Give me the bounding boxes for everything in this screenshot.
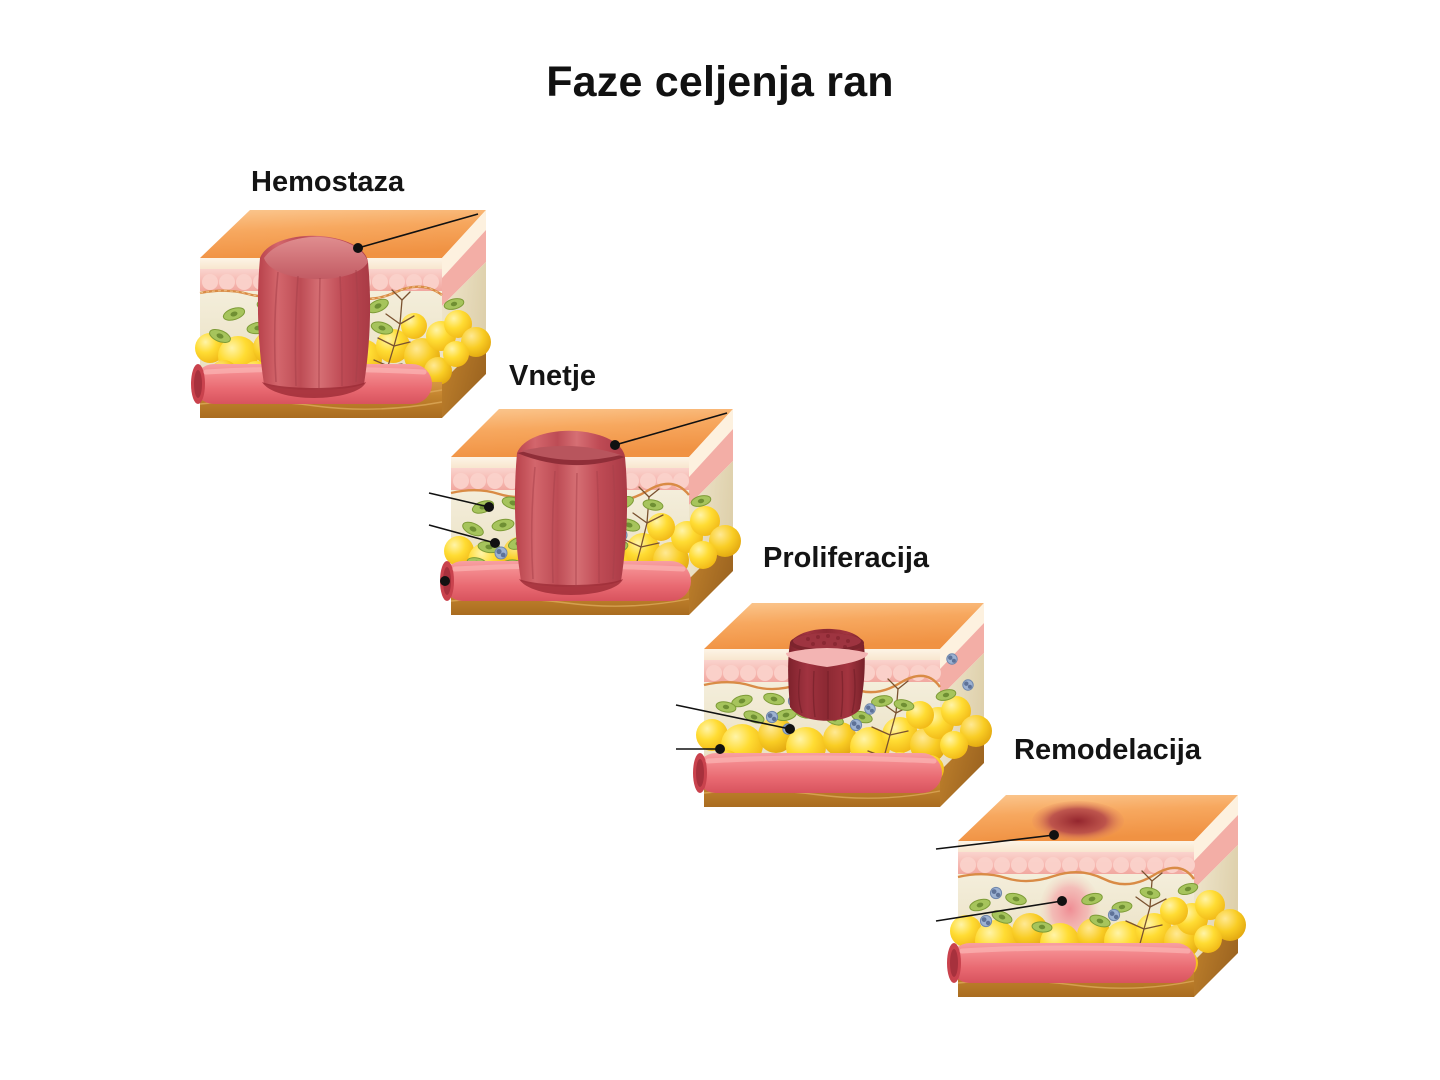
capillary-tree-icon (618, 486, 664, 570)
capillary-tree-icon (373, 289, 415, 367)
skin-block-vnetje (428, 409, 741, 615)
epidermis-top-surface (704, 603, 984, 649)
papillary-side (940, 623, 984, 697)
surface-scar-mark (1032, 801, 1124, 841)
leukocyte-cells (979, 886, 1121, 928)
stage-label-remodelacija: Remodelacija (1014, 734, 1201, 766)
adipose-side (1194, 890, 1246, 953)
muscle-side (940, 727, 984, 807)
stage-panel-vnetje[interactable] (428, 395, 741, 625)
page-title: Faze celjenja ran (546, 58, 894, 106)
blood-vessel (947, 943, 1196, 983)
callout-blood-vessel (440, 576, 450, 586)
epidermis-top-surface (451, 409, 733, 457)
fibroblast-cells (969, 882, 1199, 933)
stratum-corneum-side (940, 603, 984, 669)
adipose-side (443, 310, 491, 367)
adipose-side (689, 506, 741, 569)
papillary-side (689, 429, 733, 505)
papillary-bumps (960, 857, 1195, 873)
stage-label-vnetje: Vnetje (509, 360, 597, 392)
papillary-side (442, 230, 486, 306)
wound-cavity-vnetje (514, 430, 628, 595)
new-epithelium-bridge (786, 648, 868, 667)
adipose-side (940, 696, 992, 759)
callout-fibroblast (428, 492, 494, 512)
callout-wound-edge (353, 213, 479, 253)
stage-label-proliferacija: Proliferacija (763, 542, 930, 574)
callout-leukocyte (428, 524, 500, 548)
epidermis-front (958, 841, 1194, 852)
callout-wound-edge (610, 412, 728, 450)
papillary-side (1194, 815, 1238, 889)
wound-scab-proliferacija (786, 628, 868, 721)
stage-label-hemostaza: Hemostaza (251, 166, 405, 198)
stratum-corneum-side (689, 409, 733, 477)
skin-block-proliferacija (675, 603, 992, 807)
callout-adipose-layer (676, 744, 725, 754)
callout-dermal-scar (935, 896, 1067, 922)
dermal-epidermal-junction (957, 866, 1195, 886)
callout-granulation-tissue (675, 704, 795, 734)
stratum-corneum-side (1194, 795, 1238, 861)
skin-block-remodelacija (935, 795, 1246, 997)
wound-clot-hemostaza (257, 235, 371, 398)
stage-panel-hemostaza[interactable] (186, 196, 491, 428)
stage-panel-remodelacija[interactable] (935, 781, 1246, 1007)
stage-panel-proliferacija[interactable] (675, 589, 992, 817)
stratum-corneum-side (442, 210, 486, 278)
blood-vessel (693, 753, 942, 793)
muscle-side (442, 338, 486, 418)
callout-surface-scar (935, 830, 1059, 850)
scab-texture (806, 634, 850, 649)
skin-block-hemostaza (191, 210, 491, 418)
